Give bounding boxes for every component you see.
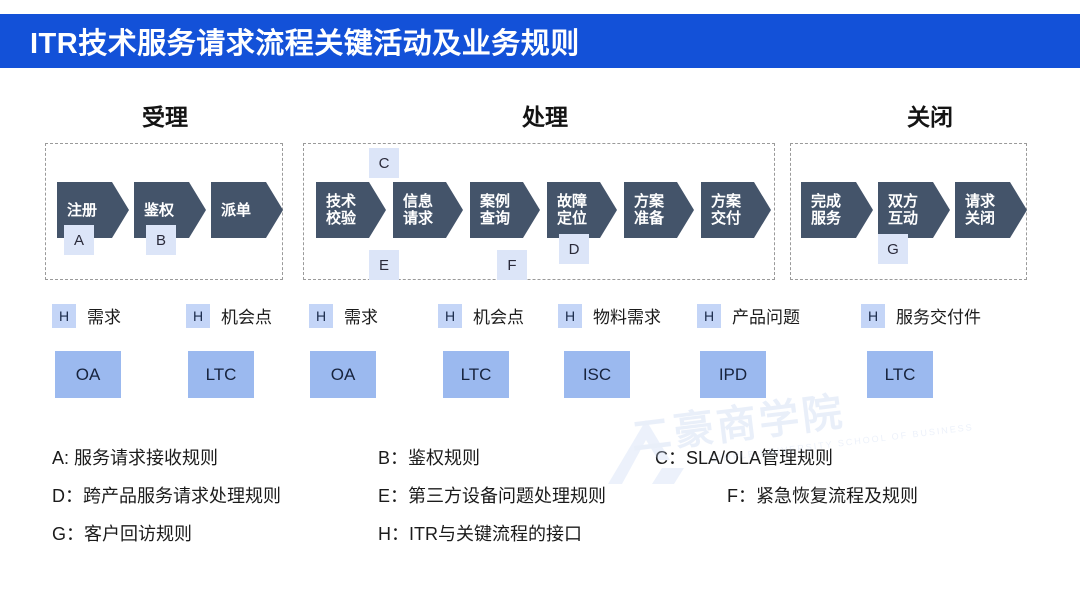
process-step[interactable]: 双方 互动 [878, 182, 950, 238]
interface-label: 产品问题 [732, 308, 800, 327]
system-tag[interactable]: LTC [443, 351, 509, 398]
interface-badge: H [52, 303, 76, 328]
interface-label: 机会点 [473, 308, 524, 327]
process-step[interactable]: 案例 查询 [470, 182, 540, 238]
system-tag[interactable]: LTC [188, 351, 254, 398]
interface-label: 需求 [87, 308, 121, 327]
step-label-line: 案例 [480, 193, 511, 210]
process-step[interactable]: 请求 关闭 [955, 182, 1027, 238]
phase-group-intake [45, 143, 283, 280]
interface-item[interactable]: H 需求 [309, 303, 378, 328]
interface-item[interactable]: H 机会点 [186, 303, 272, 328]
step-label-line: 校验 [326, 210, 357, 227]
step-label-line: 完成 [811, 193, 842, 210]
step-label-line: 方案 [711, 193, 742, 210]
interface-badge: H [697, 303, 721, 328]
system-tag[interactable]: IPD [700, 351, 766, 398]
system-tag[interactable]: OA [310, 351, 376, 398]
process-step[interactable]: 技术 校验 [316, 182, 386, 238]
step-label-line: 互动 [888, 210, 919, 227]
interface-badge: H [186, 303, 210, 328]
interface-label: 物料需求 [593, 308, 661, 327]
phase-group-closing [790, 143, 1027, 280]
rule-badge-g[interactable]: G [878, 234, 908, 264]
rule-legend-e: E：第三方设备问题处理规则 [378, 486, 607, 506]
process-step[interactable]: 方案 准备 [624, 182, 694, 238]
step-label-line: 请求 [965, 193, 996, 210]
interface-badge: H [309, 303, 333, 328]
rule-legend-h: H：ITR与关键流程的接口 [378, 524, 582, 544]
step-label-line: 查询 [480, 210, 511, 227]
system-tag[interactable]: OA [55, 351, 121, 398]
step-label-line: 服务 [811, 210, 842, 227]
step-label-line: 技术 [326, 193, 357, 210]
process-step[interactable]: 鉴权 [134, 182, 206, 238]
interface-badge: H [558, 303, 582, 328]
step-label-line: 准备 [634, 210, 665, 227]
interface-item[interactable]: H 物料需求 [558, 303, 661, 328]
process-step[interactable]: 方案 交付 [701, 182, 771, 238]
step-label-line: 鉴权 [144, 201, 175, 219]
step-label-line: 注册 [67, 201, 98, 219]
rule-legend-f: F：紧急恢复流程及规则 [727, 486, 918, 506]
step-label-line: 定位 [557, 210, 588, 227]
step-label-line: 双方 [888, 193, 919, 210]
rule-legend-a: A: 服务请求接收规则 [52, 448, 219, 468]
step-label-line: 故障 [557, 193, 588, 210]
rule-badge-e[interactable]: E [369, 250, 399, 280]
interface-badge: H [861, 303, 885, 328]
rule-badge-c[interactable]: C [369, 148, 399, 178]
interface-item[interactable]: H 机会点 [438, 303, 524, 328]
step-label-line: 方案 [634, 193, 665, 210]
step-label-line: 关闭 [965, 210, 996, 227]
interface-label: 服务交付件 [896, 308, 981, 327]
rule-badge-a[interactable]: A [64, 225, 94, 255]
title-banner: ITR技术服务请求流程关键活动及业务规则 [0, 14, 1080, 68]
process-step[interactable]: 信息 请求 [393, 182, 463, 238]
interface-item[interactable]: H 需求 [52, 303, 121, 328]
rule-legend-c: C：SLA/OLA管理规则 [655, 448, 834, 468]
step-label-line: 派单 [221, 201, 252, 219]
step-label-line: 信息 [403, 193, 434, 210]
process-step[interactable]: 派单 [211, 182, 283, 238]
interface-badge: H [438, 303, 462, 328]
page-title: ITR技术服务请求流程关键活动及业务规则 [30, 28, 580, 60]
rule-badge-f[interactable]: F [497, 250, 527, 280]
phase-group-processing [303, 143, 775, 280]
interface-label: 需求 [344, 308, 378, 327]
process-step[interactable]: 完成 服务 [801, 182, 873, 238]
system-tag[interactable]: LTC [867, 351, 933, 398]
rule-badge-d[interactable]: D [559, 234, 589, 264]
interface-item[interactable]: H 产品问题 [697, 303, 800, 328]
process-step[interactable]: 故障 定位 [547, 182, 617, 238]
rule-legend-g: G：客户回访规则 [52, 524, 193, 544]
step-label-line: 交付 [711, 210, 742, 227]
rule-badge-b[interactable]: B [146, 225, 176, 255]
phase-heading-closing: 关闭 [907, 104, 953, 130]
interface-label: 机会点 [221, 308, 272, 327]
phase-heading-intake: 受理 [142, 104, 188, 130]
rule-legend-b: B：鉴权规则 [378, 448, 481, 468]
system-tag[interactable]: ISC [564, 351, 630, 398]
rule-legend-d: D：跨产品服务请求处理规则 [52, 486, 281, 506]
interface-item[interactable]: H 服务交付件 [861, 303, 981, 328]
phase-heading-processing: 处理 [522, 104, 568, 130]
step-label-line: 请求 [403, 210, 434, 227]
